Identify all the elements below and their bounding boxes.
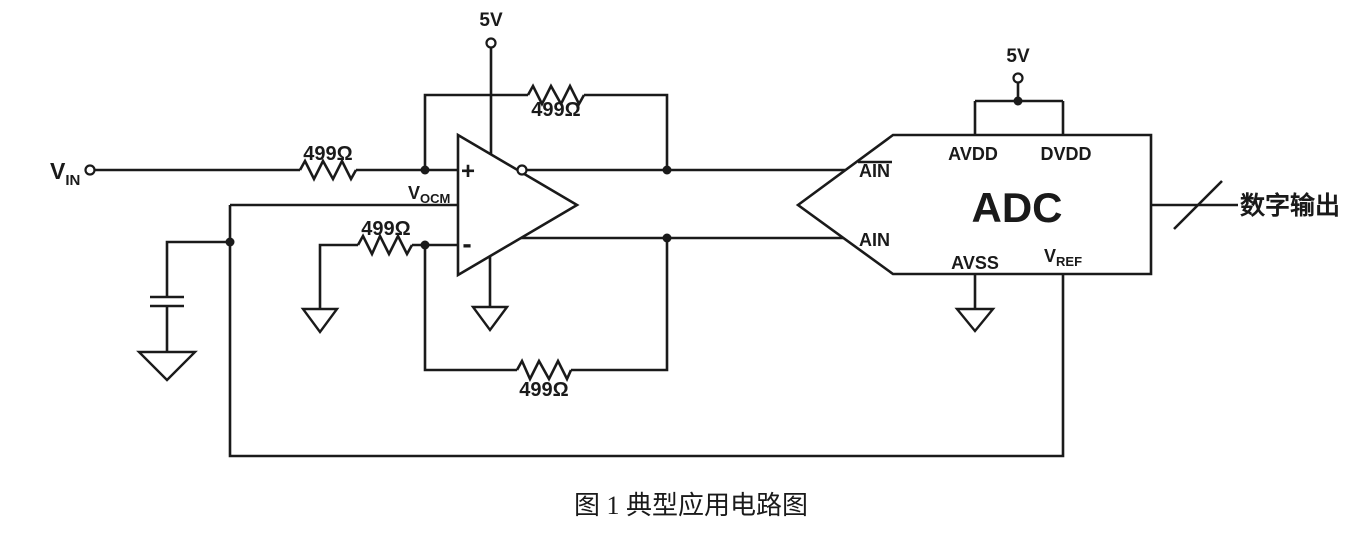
junction-adc-supply bbox=[1013, 96, 1023, 106]
wire-vref-return bbox=[228, 205, 1065, 458]
wire-inverting-input bbox=[318, 243, 458, 309]
vin-label: VIN bbox=[50, 158, 80, 189]
junction-minus-input bbox=[420, 240, 430, 250]
adc-5v-label: 5V bbox=[1006, 46, 1030, 67]
resistors bbox=[298, 83, 586, 383]
adc-pin-avss: AVSS bbox=[951, 253, 999, 273]
amp-5v-terminal bbox=[485, 37, 497, 49]
wire-bottom-feedback bbox=[423, 238, 669, 372]
opamp-inverted-output-terminal bbox=[516, 164, 528, 176]
adc-name-label: ADC bbox=[972, 184, 1063, 231]
adc-pin-avdd: AVDD bbox=[948, 144, 998, 164]
ground-avss-icon bbox=[954, 307, 996, 333]
resistor-feedback-bottom bbox=[515, 358, 573, 383]
resistor-input-bottom-value: 499Ω bbox=[361, 218, 410, 240]
junction-bottom-output bbox=[662, 233, 672, 243]
figure-caption: 图 1 典型应用电路图 bbox=[574, 491, 808, 520]
opamp-minus-label: - bbox=[462, 228, 471, 259]
labels: VIN VOCM 5V 5V 499Ω 499Ω 499Ω 499Ω 数字输出 bbox=[50, 10, 1340, 401]
wire-top-feedback bbox=[423, 93, 669, 170]
resistor-feedback-top bbox=[526, 83, 586, 107]
adc-pin-ain-inverted: AIN bbox=[859, 161, 890, 181]
wire-cap-branch bbox=[165, 240, 230, 352]
adc-pin-ain: AIN bbox=[859, 230, 890, 250]
wires bbox=[95, 48, 1238, 458]
opamp-triangle bbox=[456, 132, 580, 278]
ground-capacitor-icon bbox=[136, 350, 198, 382]
ground-symbols bbox=[136, 305, 996, 382]
resistor-input-top bbox=[298, 158, 358, 182]
capacitor bbox=[150, 295, 184, 308]
wire-adc-supply bbox=[973, 82, 1065, 135]
resistor-feedback-bottom-value: 499Ω bbox=[519, 379, 568, 401]
digital-output-label: 数字输出 bbox=[1240, 191, 1340, 220]
adc-pin-dvdd: DVDD bbox=[1040, 144, 1091, 164]
terminals bbox=[84, 37, 1024, 176]
junction-vocm-cap bbox=[225, 237, 235, 247]
resistor-input-top-value: 499Ω bbox=[303, 143, 352, 165]
adc-block: ADC AIN AIN AVDD DVDD AVSS VREF bbox=[795, 133, 1153, 276]
fda-amplifier: + - bbox=[456, 132, 580, 278]
adc-body bbox=[795, 133, 1153, 276]
bus-slash bbox=[1173, 180, 1223, 230]
resistor-input-bottom bbox=[356, 232, 414, 258]
capacitor-plates bbox=[150, 295, 184, 308]
resistor-feedback-top-value: 499Ω bbox=[531, 99, 580, 121]
junction-dots bbox=[225, 96, 1023, 250]
opamp-plus-label: + bbox=[461, 158, 475, 185]
junction-plus-input bbox=[420, 165, 430, 175]
ground-inverting-input-icon bbox=[300, 307, 340, 335]
adc-pin-vref: VREF bbox=[1044, 246, 1082, 269]
ground-amplifier-icon bbox=[470, 305, 510, 333]
adc-5v-terminal bbox=[1012, 72, 1024, 84]
junction-top-output bbox=[662, 165, 672, 175]
vocm-label: VOCM bbox=[408, 183, 450, 206]
vin-terminal bbox=[84, 164, 96, 176]
amp-5v-label: 5V bbox=[479, 10, 503, 31]
